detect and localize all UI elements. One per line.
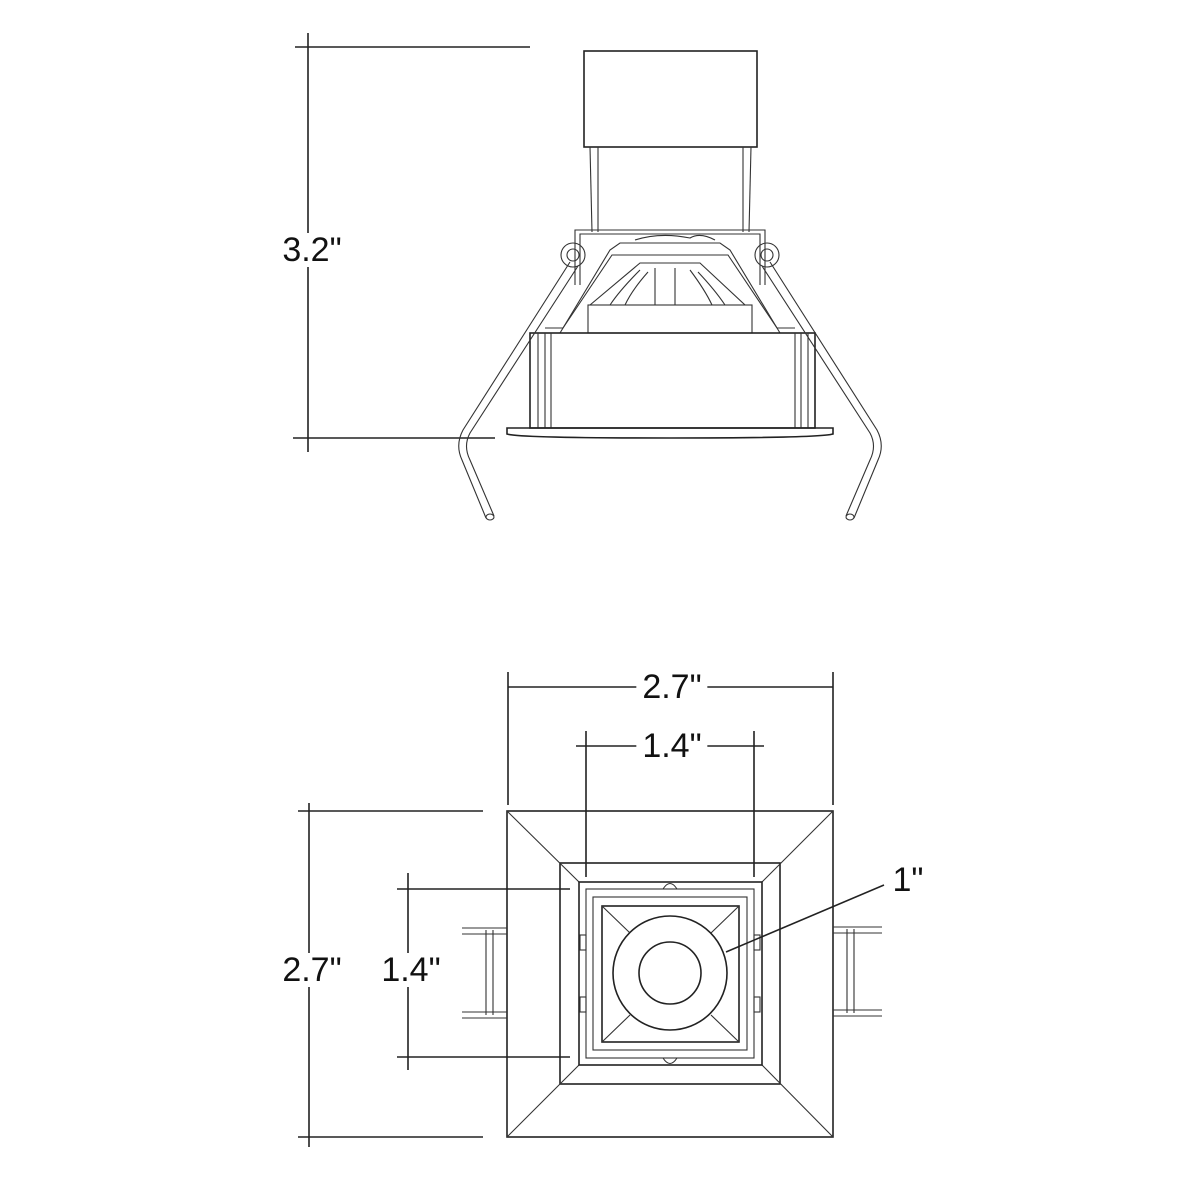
lens <box>612 884 885 1031</box>
side-view <box>293 33 882 521</box>
driver-box <box>583 50 758 233</box>
height-dimensions <box>298 803 570 1147</box>
bottom-view <box>298 672 885 1147</box>
spring-clip-right <box>833 926 882 1017</box>
aperture-height-label: 1.4" <box>375 953 447 987</box>
housing-body <box>529 332 816 429</box>
side-height-label: 3.2" <box>276 233 348 267</box>
lens-diameter-label: 1" <box>892 861 924 899</box>
mounting-bracket <box>535 229 805 334</box>
torsion-spring-right <box>761 261 882 521</box>
overall-height-label: 2.7" <box>276 953 348 987</box>
trim-frame <box>506 810 834 1138</box>
heat-sink <box>587 262 753 334</box>
aperture-width-label: 1.4" <box>636 729 708 763</box>
overall-width-label: 2.7" <box>636 670 708 704</box>
torsion-spring-left <box>458 261 579 521</box>
trim-flange <box>506 427 834 439</box>
spring-clip-left <box>462 927 507 1019</box>
